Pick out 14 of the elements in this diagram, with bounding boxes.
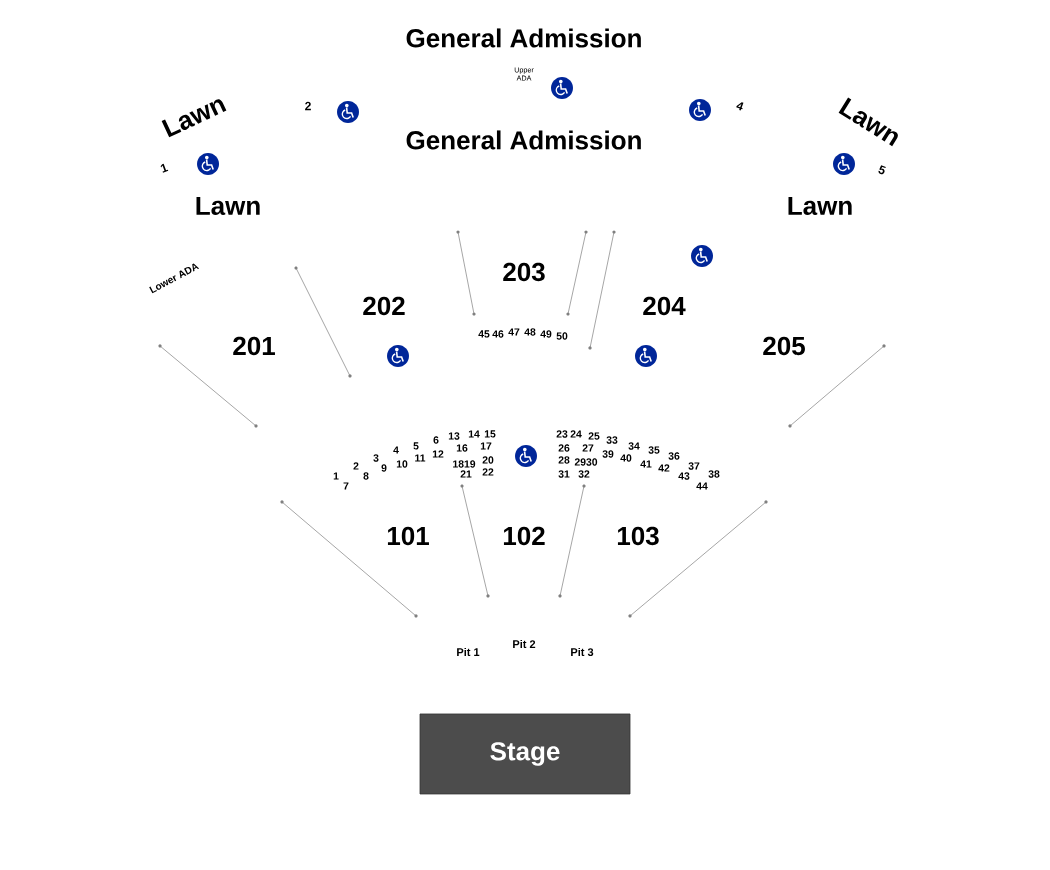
area-label: General Admission	[406, 28, 641, 48]
section-number: 205	[763, 336, 805, 356]
section-number: 103	[617, 526, 659, 546]
section-number: 203	[503, 262, 545, 282]
section-number: 202	[363, 296, 405, 316]
area-label: Lawn	[161, 99, 227, 138]
area-label: General Admission	[406, 130, 641, 150]
section-number: 102	[503, 526, 545, 546]
area-label: Lawn	[196, 196, 260, 216]
area-label: Lawn	[788, 196, 852, 216]
section-number: 101	[387, 526, 429, 546]
section-number: 204	[643, 296, 686, 316]
stage-box: Stage	[419, 713, 631, 795]
section-number: 201	[233, 336, 275, 356]
